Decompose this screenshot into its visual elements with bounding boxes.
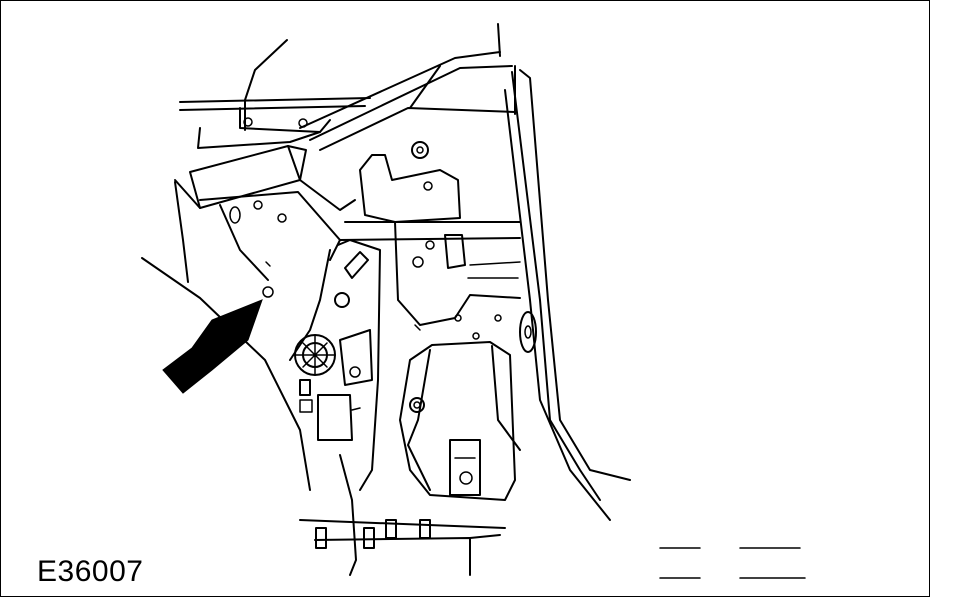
bottom-wiring bbox=[299, 454, 806, 579]
central-bracket bbox=[339, 141, 521, 340]
roller-part bbox=[174, 145, 307, 209]
upper-rails bbox=[179, 23, 516, 151]
pointer-arrow-icon bbox=[162, 299, 263, 394]
window-motor bbox=[289, 239, 381, 491]
figure-code: E36007 bbox=[37, 555, 144, 588]
right-pillar bbox=[504, 69, 631, 521]
left-panel bbox=[141, 179, 356, 491]
lower-module bbox=[399, 341, 521, 501]
